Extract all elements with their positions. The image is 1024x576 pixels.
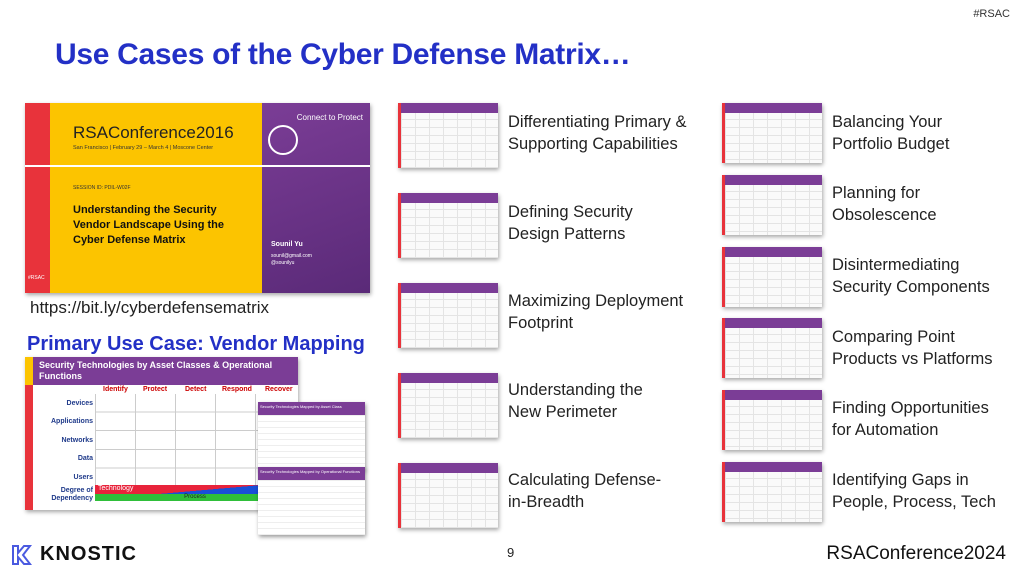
vm-process-bar: Process [95, 494, 295, 501]
twitter-tag: #RSAC [28, 275, 45, 281]
session-slide-image: RSAConference2016 San Francisco | Februa… [25, 103, 370, 293]
use-case-thumbnail [398, 463, 498, 528]
use-case-thumbnail [722, 462, 822, 522]
use-case-label: Disintermediating Security Components [832, 256, 990, 296]
vm-row: Networks [61, 437, 93, 444]
use-case-thumbnail [722, 318, 822, 378]
vm-col: Respond [222, 386, 252, 393]
knostic-logo: KNOSTIC [10, 543, 137, 566]
operational-function-map-image: Security Technologies Mapped by Operatio… [258, 467, 365, 535]
use-case-label: Identifying Gaps in People, Process, Tec… [832, 471, 996, 511]
page-number: 9 [507, 545, 515, 560]
vm-row: Devices [66, 400, 93, 407]
small-title: Security Technologies Mapped by Asset Cl… [258, 402, 365, 415]
use-case-thumbnail [722, 103, 822, 163]
talk-title: Understanding the Security Vendor Landsc… [73, 204, 224, 246]
use-case-thumbnail [722, 175, 822, 235]
use-case-label: Finding Opportunities for Automation [832, 399, 989, 439]
vendor-map-title: Security Technologies by Asset Classes &… [33, 357, 298, 385]
vm-col: Protect [143, 386, 168, 393]
use-case-thumbnail [722, 247, 822, 307]
session-id: SESSION ID: PDIL-W02F [73, 185, 131, 191]
asset-class-map-image: Security Technologies Mapped by Asset Cl… [258, 402, 365, 470]
theme-logo: Connect to Protect [296, 113, 363, 122]
speaker-name: Sounil Yu [271, 241, 303, 248]
vm-row: Applications [50, 418, 93, 425]
use-case-thumbnail [398, 193, 498, 258]
vm-row: Users [73, 474, 93, 481]
matrix-link[interactable]: https://bit.ly/cyberdefensematrix [30, 298, 270, 317]
rsa2024-logo: RSAConference2024 [826, 543, 1006, 564]
primary-use-case-heading: Primary Use Case: Vendor Mapping [27, 333, 365, 355]
hashtag: #RSAC [973, 8, 1010, 20]
vm-col: Identify [103, 386, 128, 393]
vm-dependency: Degree of Dependency [51, 487, 93, 502]
conference-location: San Francisco | February 29 – March 4 | … [73, 145, 214, 151]
use-case-label: Differentiating Primary & Supporting Cap… [508, 113, 687, 153]
speaker-handle: @sounilyu [271, 260, 295, 266]
use-case-label: Planning for Obsolescence [832, 184, 937, 224]
small-title: Security Technologies Mapped by Operatio… [258, 467, 365, 480]
use-case-label: Understanding the New Perimeter [508, 381, 643, 421]
use-case-label: Balancing Your Portfolio Budget [832, 113, 950, 153]
use-case-label: Calculating Defense-in-Breadth [508, 471, 662, 511]
use-case-thumbnail [398, 103, 498, 168]
vm-row: Data [77, 455, 93, 462]
use-case-thumbnail [398, 373, 498, 438]
use-case-thumbnail [398, 283, 498, 348]
use-case-label: Defining Security Design Patterns [508, 203, 633, 243]
vm-col: Recover [265, 386, 293, 393]
use-case-label: Comparing Point Products vs Platforms [832, 328, 993, 368]
knostic-wordmark: KNOSTIC [40, 543, 137, 565]
knostic-k-icon [12, 544, 32, 565]
rsa2016-logo: RSAConference2016 [73, 123, 234, 142]
globe-icon [268, 125, 298, 155]
speaker-email: sounil@gmail.com [271, 253, 312, 259]
use-case-thumbnail [722, 390, 822, 450]
slide-title: Use Cases of the Cyber Defense Matrix… [55, 38, 631, 71]
vm-col: Detect [185, 386, 207, 393]
use-case-label: Maximizing Deployment Footprint [508, 292, 684, 332]
vm-technology-bar: Technology [95, 485, 295, 494]
